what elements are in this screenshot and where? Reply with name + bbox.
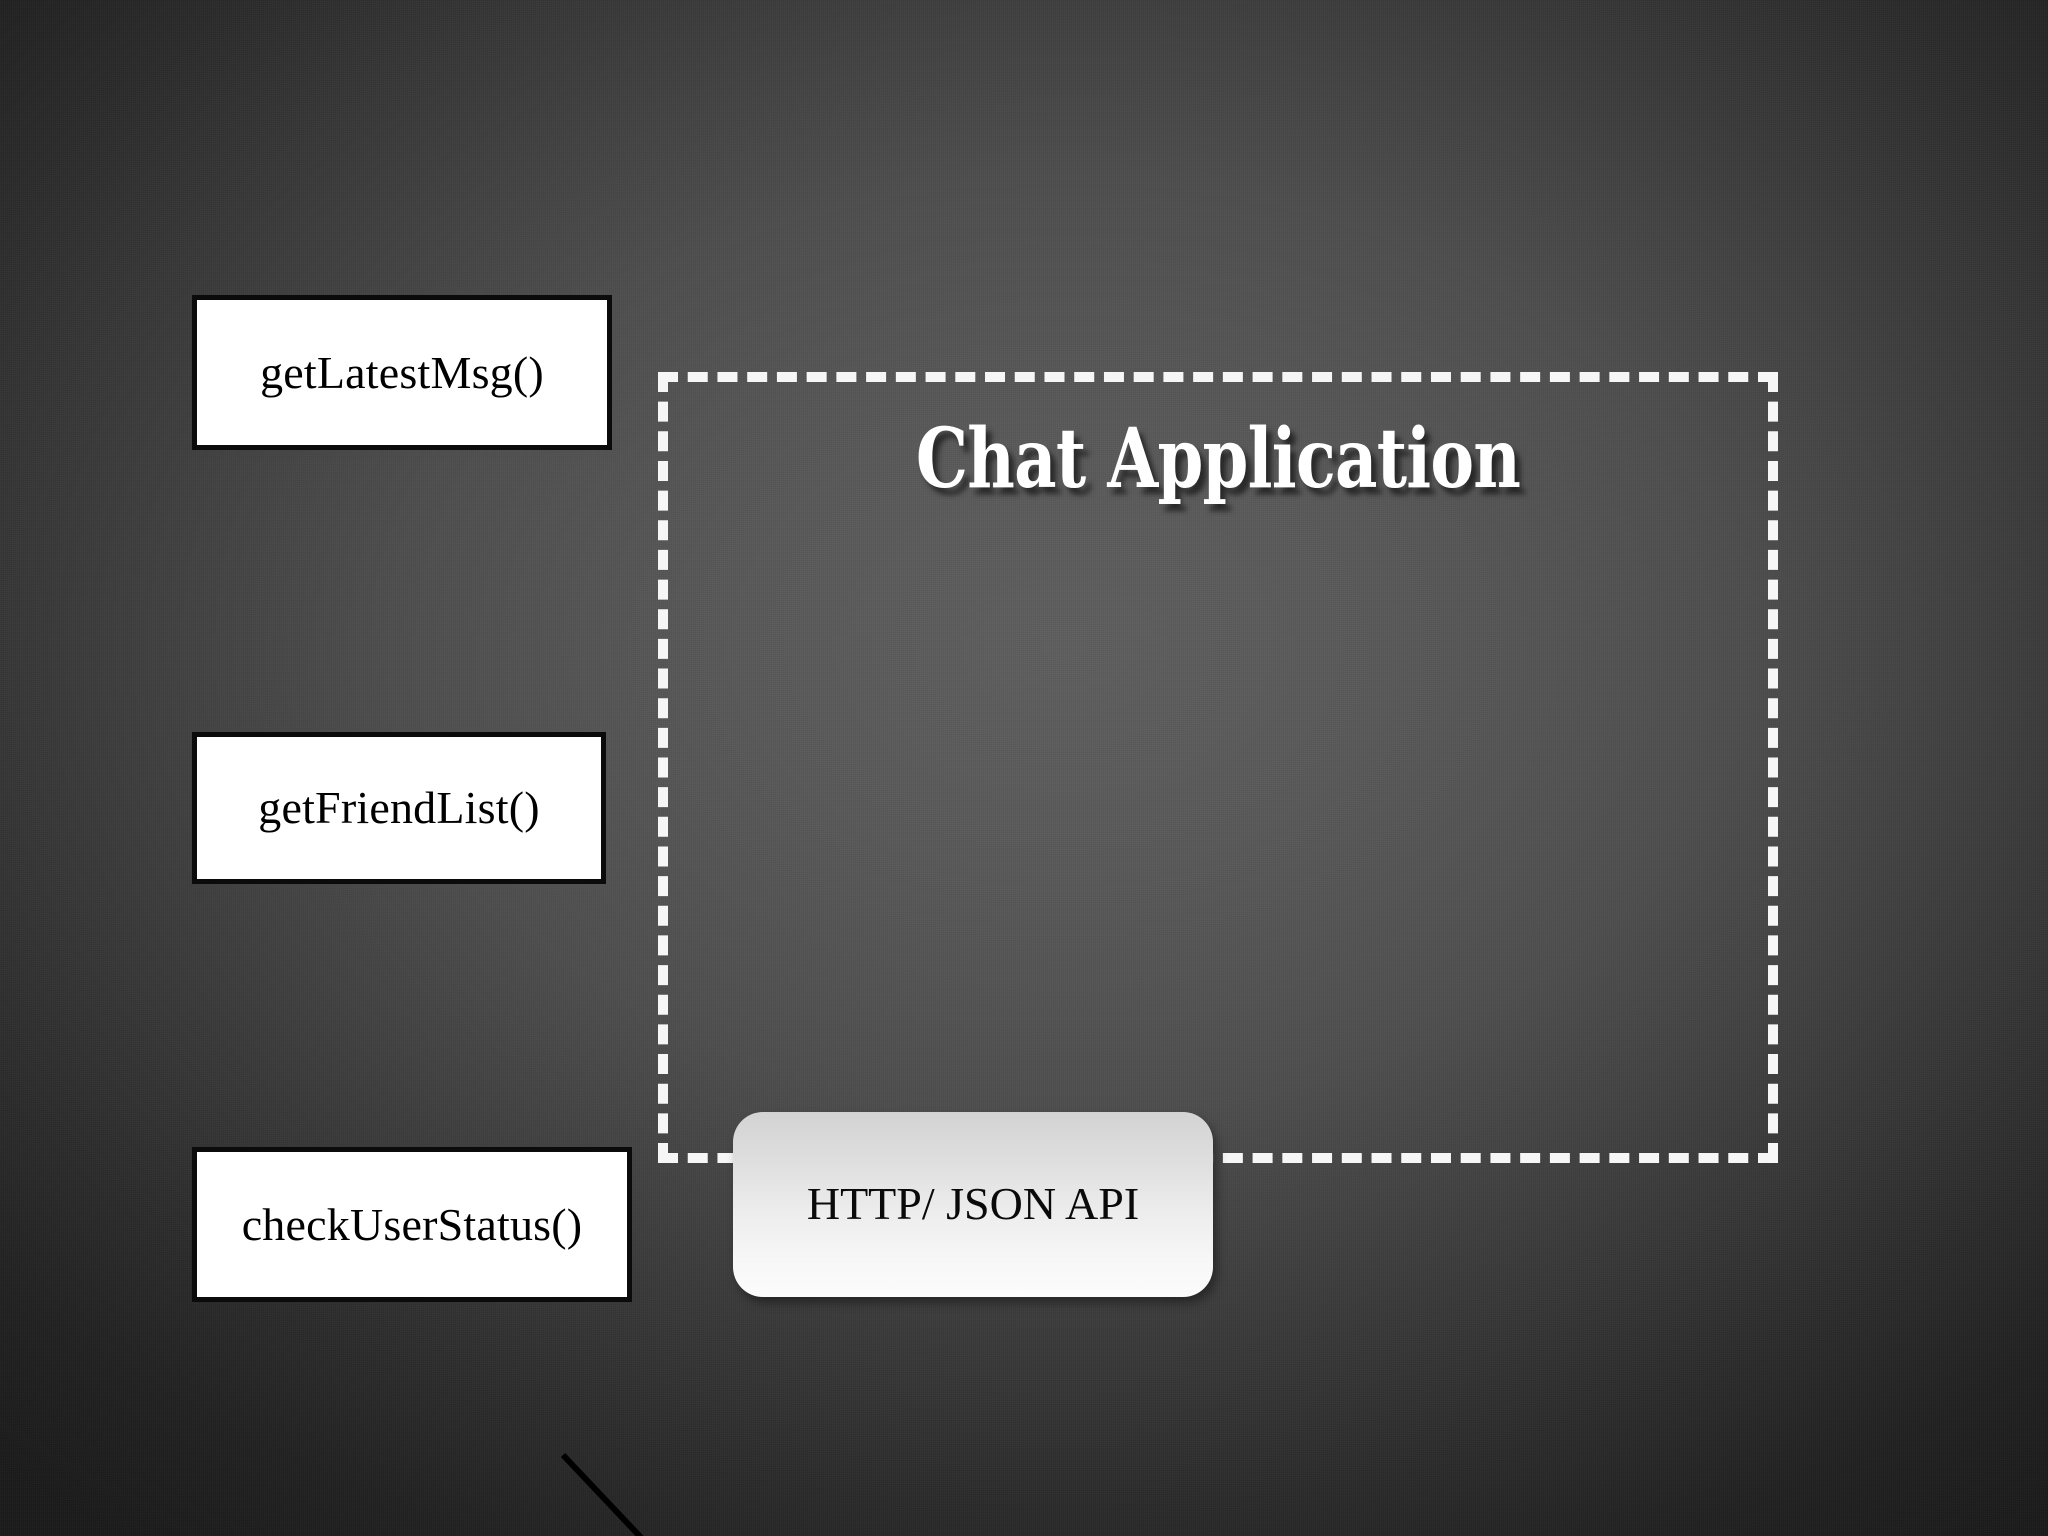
api-box-get-friend-list[interactable]: getFriendList() bbox=[192, 732, 606, 884]
component-label-line1: HTTP/ JSON API bbox=[806, 1178, 1140, 1230]
component-http-json-api[interactable]: HTTP/ JSON API bbox=[733, 1112, 1213, 1297]
chat-application-boundary bbox=[658, 372, 1778, 1163]
api-box-label: getLatestMsg() bbox=[260, 346, 544, 398]
api-box-check-user-status[interactable]: checkUserStatus() bbox=[192, 1147, 632, 1302]
page-title: Chat Application bbox=[915, 411, 1521, 507]
api-box-label: getFriendList() bbox=[258, 782, 540, 833]
connector-get-latest-msg-to-http bbox=[560, 1452, 644, 1536]
api-box-get-latest-msg[interactable]: getLatestMsg() bbox=[192, 295, 612, 450]
api-box-label: checkUserStatus() bbox=[241, 1198, 583, 1250]
